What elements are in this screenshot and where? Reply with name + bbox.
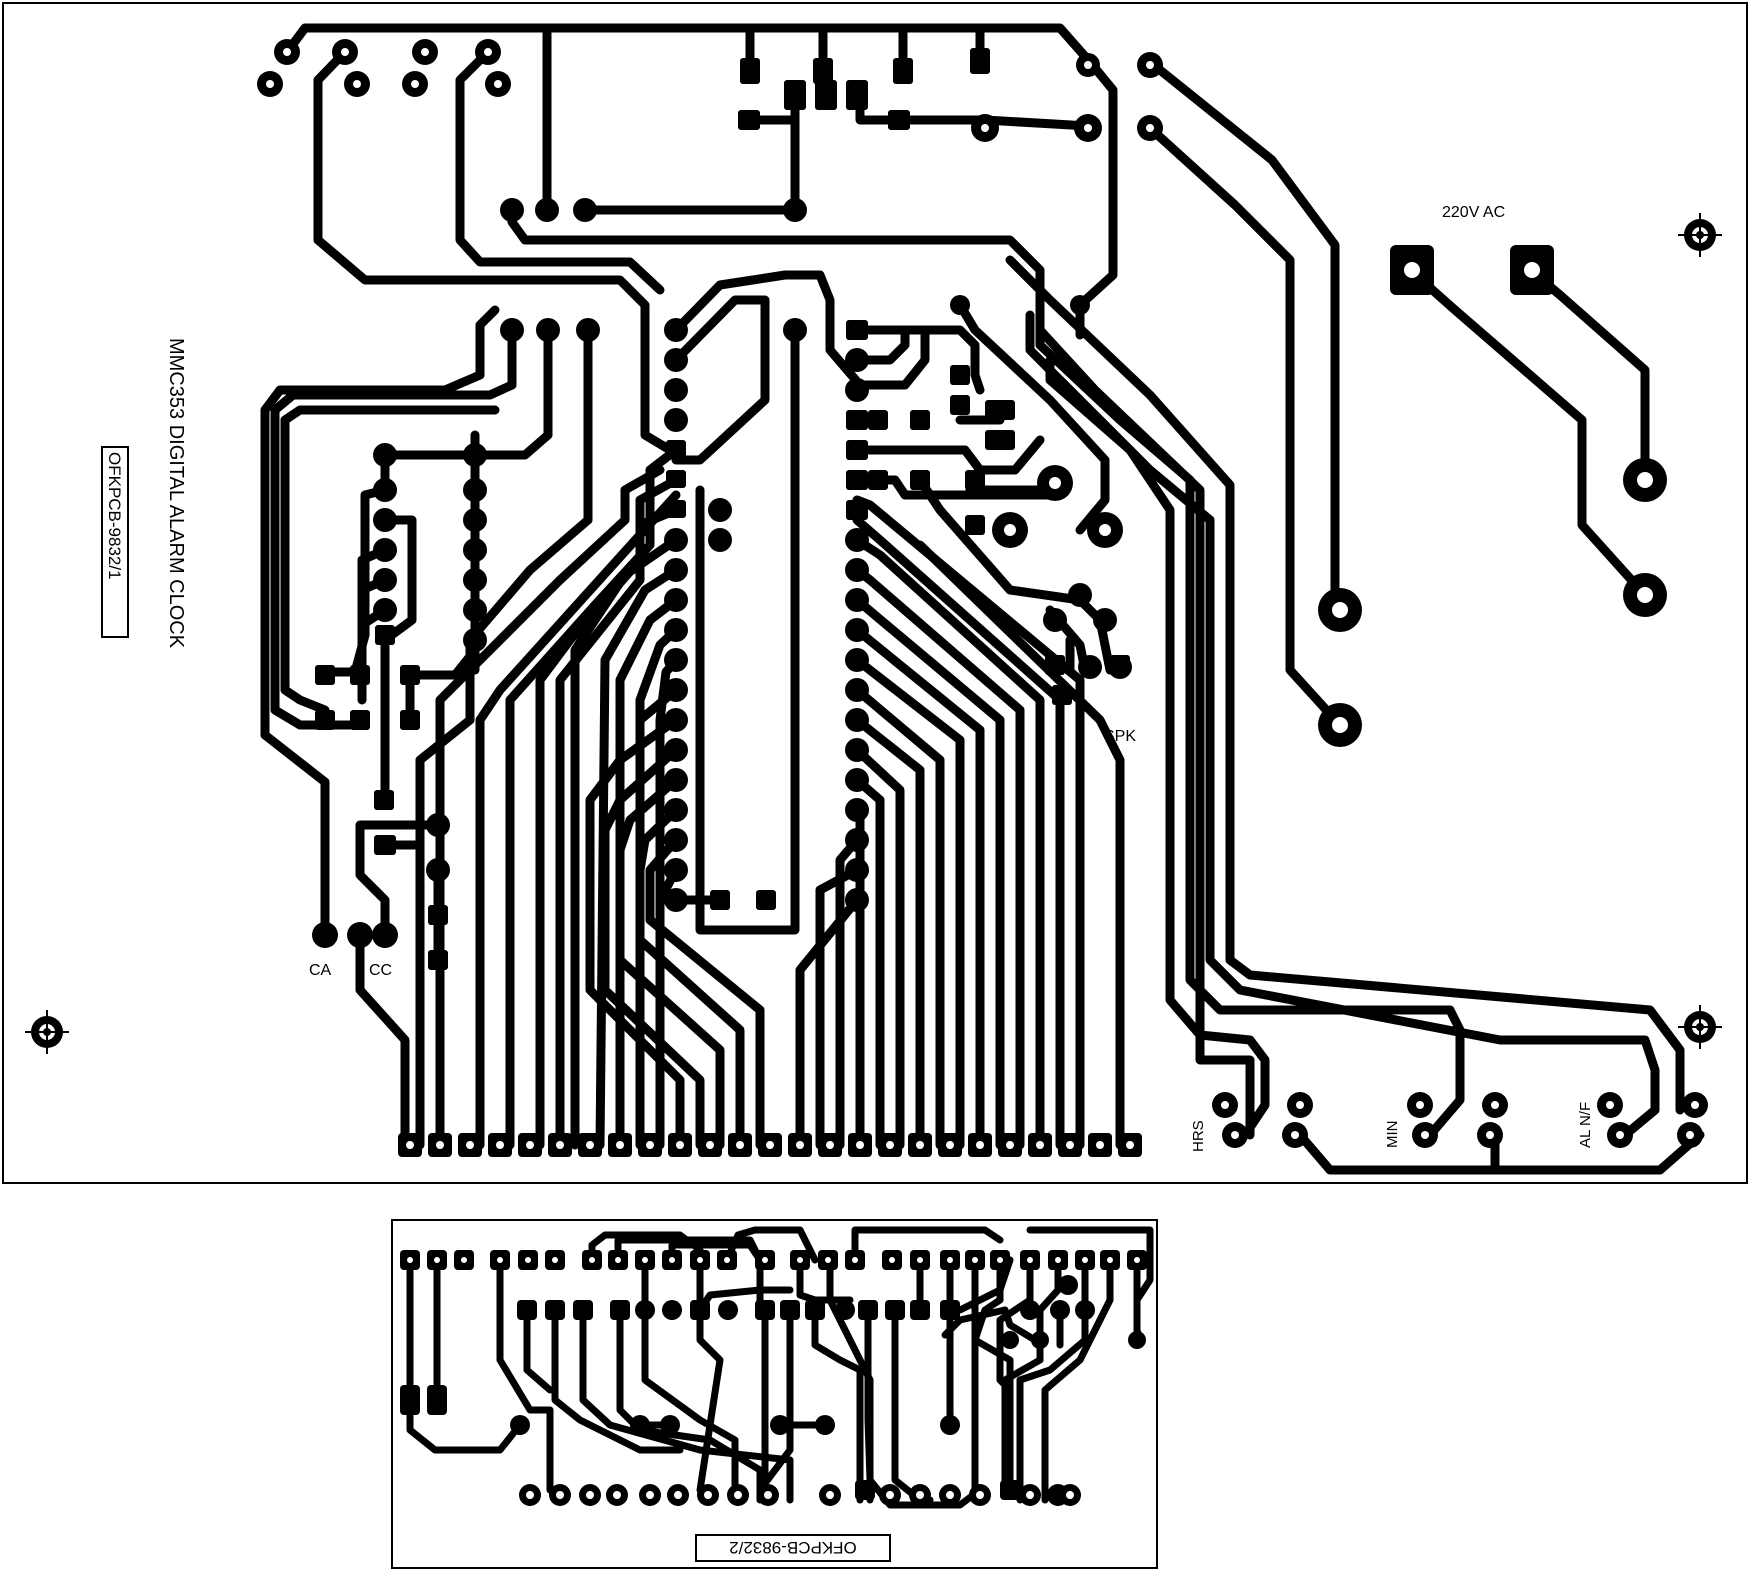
display-board: OFKPCB-9832/2	[391, 1219, 1158, 1569]
display-label-ca: CA	[309, 962, 332, 979]
switch-label-alarm: AL N/F	[1577, 1102, 1594, 1148]
main-board-pads	[257, 39, 1708, 1157]
speaker-label: SPK	[1104, 728, 1136, 745]
display-board-code: OFKPCB-9832/2	[729, 1538, 857, 1557]
power-label: 220V AC	[1442, 204, 1505, 221]
main-board: MMC353 DIGITAL ALARM CLOCK OFKPCB-9832/1…	[2, 2, 1748, 1184]
main-board-outline	[2, 2, 1748, 1184]
board-title: MMC353 DIGITAL ALARM CLOCK	[165, 338, 187, 649]
mounting-hole-icon	[1678, 213, 1722, 257]
mounting-hole-icon	[1678, 1005, 1722, 1049]
board-code-frame	[101, 446, 129, 638]
mounting-hole-icon	[25, 1010, 69, 1054]
switch-label-min: MIN	[1384, 1121, 1401, 1149]
display-label-cc: CC	[369, 962, 392, 979]
display-code-frame	[695, 1534, 891, 1562]
switch-label-hrs: HRS	[1190, 1120, 1207, 1152]
board-code: OFKPCB-9832/1	[105, 452, 124, 580]
